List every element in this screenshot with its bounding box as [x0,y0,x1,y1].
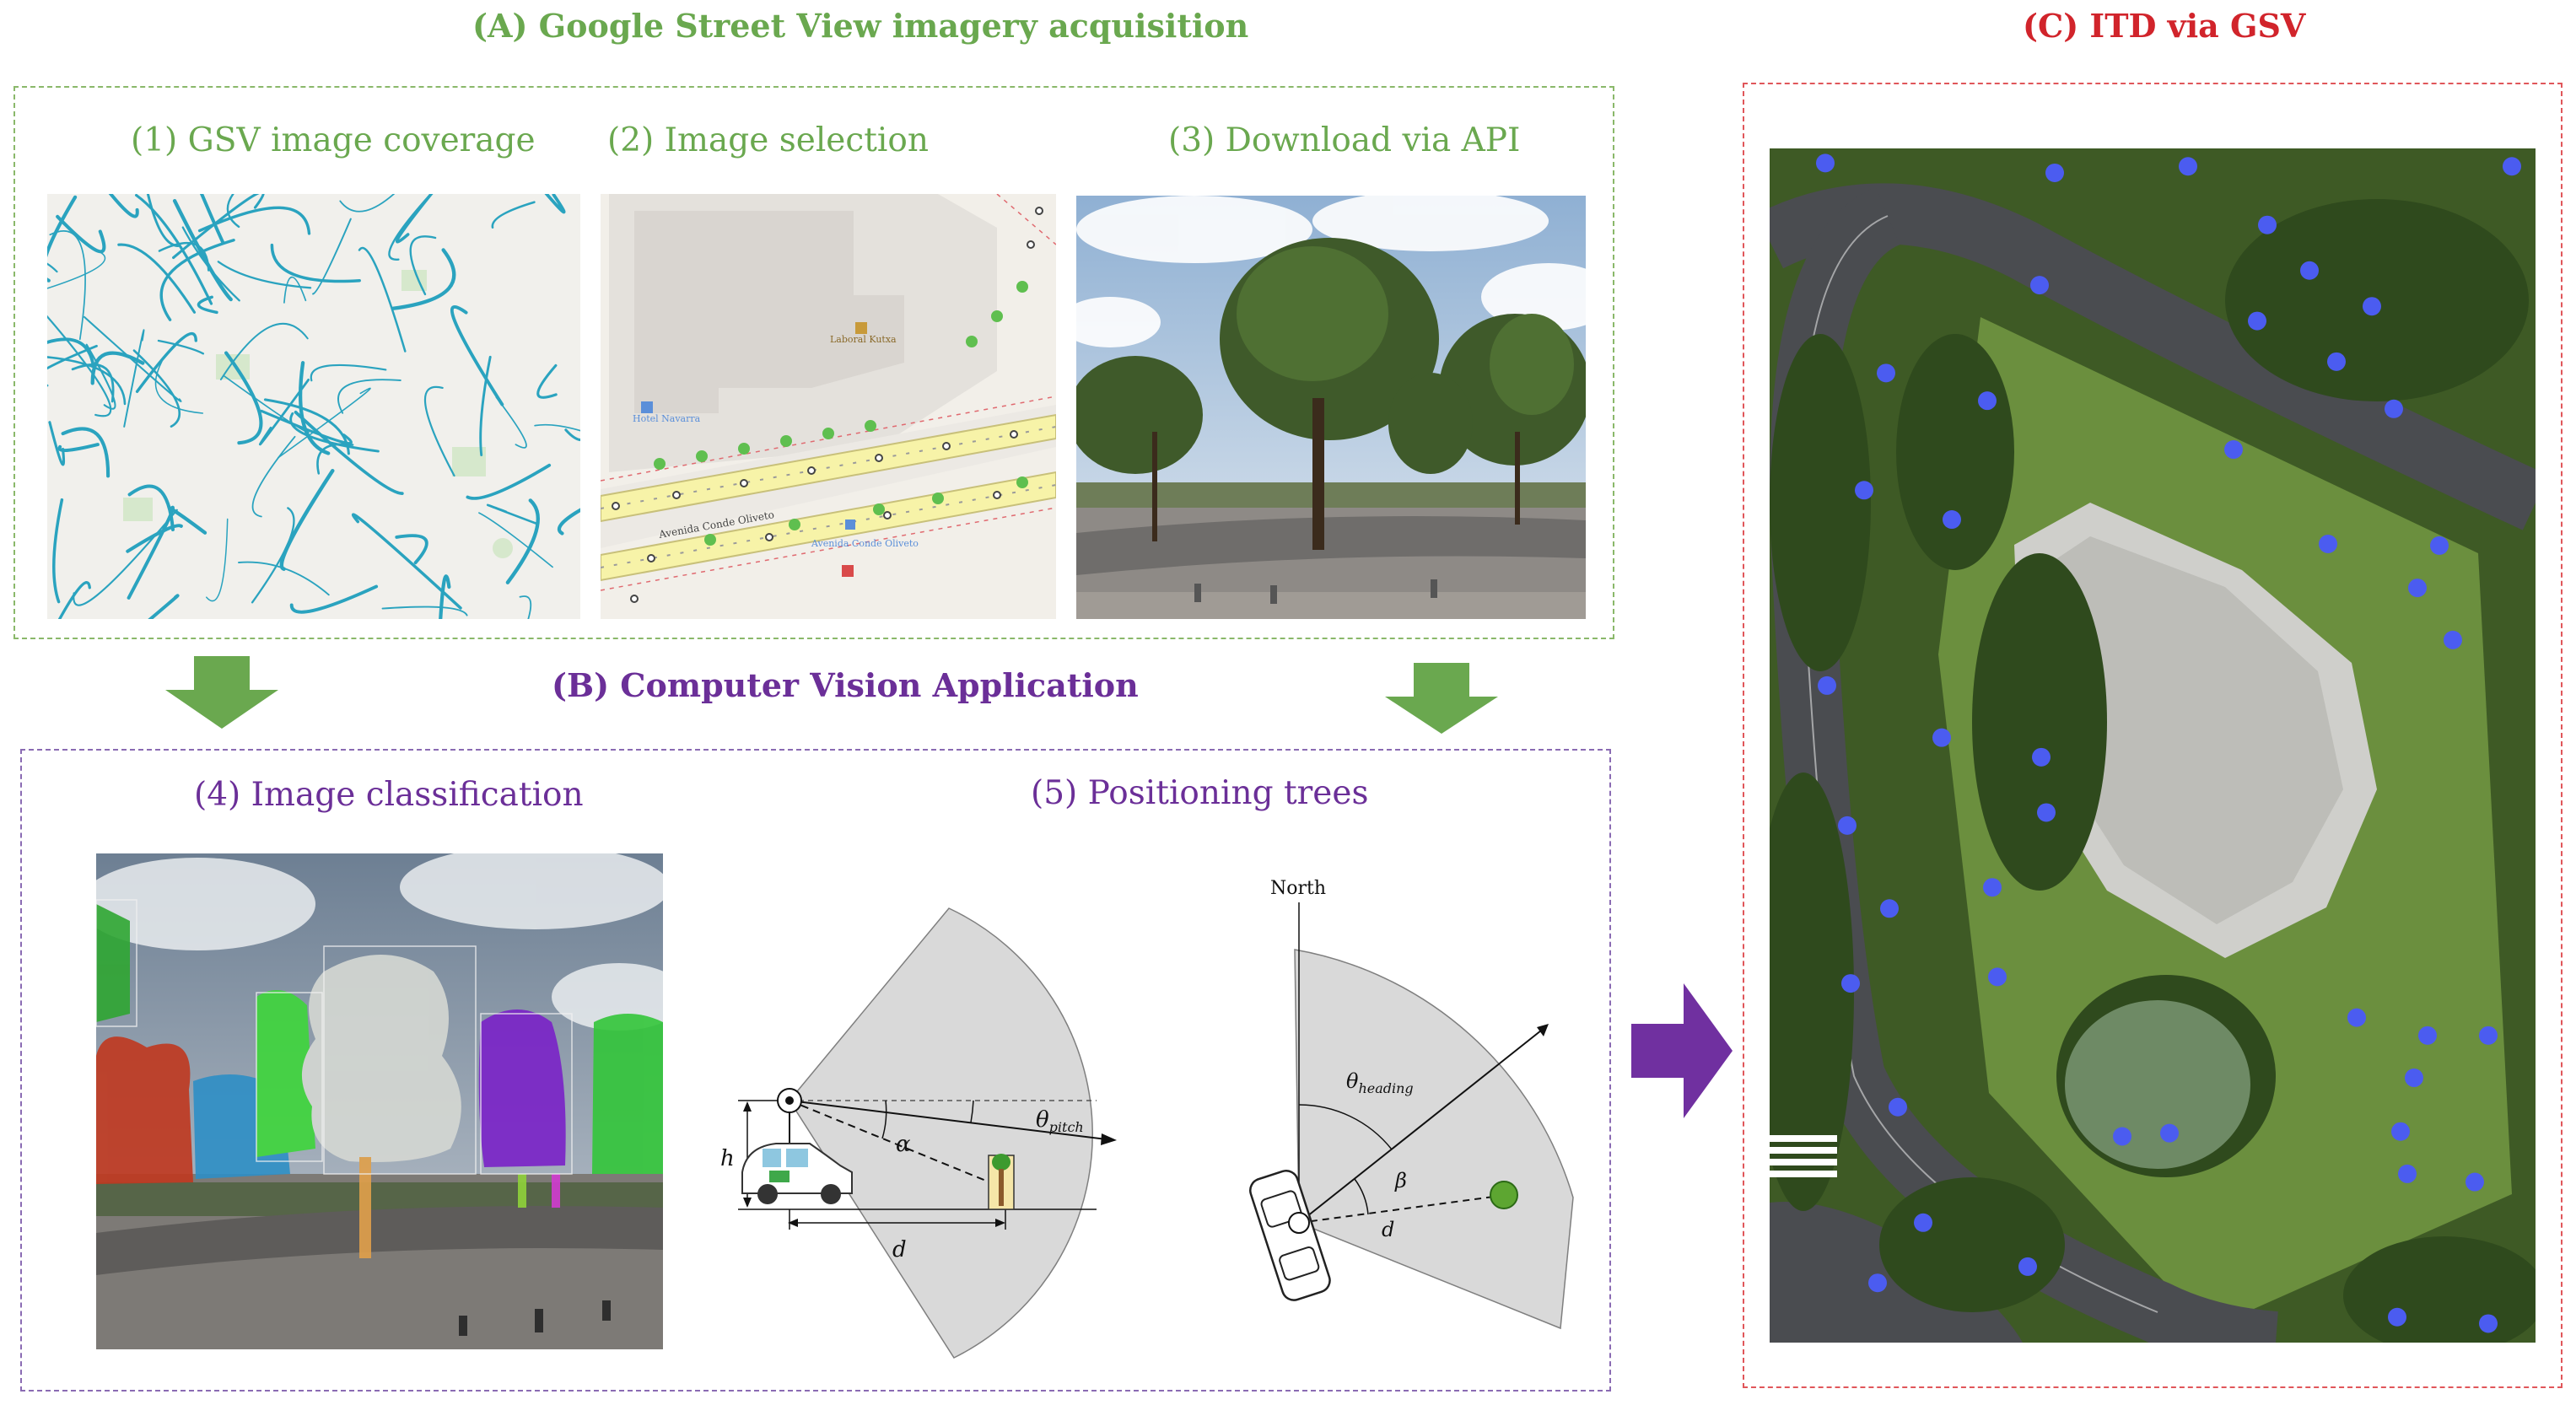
svg-text:θpitch: θpitch [1036,1107,1084,1135]
tree-position-dot [2032,747,2051,767]
tree-position-dot [1841,974,1860,993]
tree-position-dot [1880,899,1899,918]
tree-position-dot [1988,967,2007,987]
pitch-d-label: d [892,1237,907,1262]
tree-position-dot [2179,157,2197,176]
tree-position-dot [2408,579,2427,598]
tree-position-dot [2430,536,2449,555]
tree-position-dot [2030,276,2049,295]
tree-position-dot [2391,1122,2410,1141]
pitch-theta-subscript: pitch [1049,1119,1084,1135]
tree-position-dot [2037,803,2056,822]
section-b-title: (B) Computer Vision Application [552,666,1139,704]
tree-position-dot [2248,311,2266,331]
tree-position-dot [2319,534,2337,553]
classification-image [96,853,663,1349]
tree-position-dot [1877,363,1895,383]
svg-text:θheading: θheading [1346,1069,1414,1096]
car-icon [741,1143,853,1204]
tree-position-dot [2327,352,2346,371]
tree-position-dot [1932,728,1951,747]
tree-position-dot [1889,1097,1907,1117]
tree-position-dot [1943,510,1961,530]
heading-d-label: d [1382,1218,1394,1241]
tree-position-dot [2113,1127,2131,1146]
tree-position-dot [2224,440,2243,460]
heading-theta-subscript: heading [1358,1080,1413,1096]
hotel-map-label: Hotel Navarra [633,413,701,424]
tree-position-dot [2479,1314,2498,1333]
tree-position-dot [2388,1307,2406,1327]
aerial-tree-map [1770,148,2536,1343]
arrow-down-right [1385,663,1498,734]
tree-position-dot [2479,1025,2498,1045]
tree-position-dot [2347,1008,2366,1027]
stop-map-label: Avenida Conde Oliveto [811,538,919,549]
step-3-label: (3) Download via API [1168,121,1521,159]
arrow-down-left [165,656,278,729]
section-b-box [20,749,1611,1392]
tree-position-dot [2418,1025,2437,1045]
section-a-box [13,86,1614,639]
arrow-right [1631,983,1733,1118]
tree-position-dot [1868,1273,1887,1293]
tree-position-dot [1818,676,1836,695]
heading-beta-label: β [1394,1169,1407,1192]
pitch-alpha-label: α [896,1132,911,1157]
tree-position-dot [2398,1164,2417,1183]
tree-position-dot [2385,399,2403,418]
tree-position-dot [1983,878,2002,897]
tree-position-dot [1816,153,1835,173]
tree-position-dot [2466,1172,2484,1192]
tree-position-dot [2258,215,2277,234]
step-4-label: (4) Image classification [194,776,584,814]
heading-diagram: North θheading β d [1249,878,1574,1330]
tree-position-dot [2405,1069,2423,1088]
tree-position-dot [1855,481,1873,500]
image-selection-map: Hotel Navarra Laboral Kutxa Avenida Cond… [601,194,1056,619]
step-5-label: (5) Positioning trees [1031,774,1369,812]
tree-position-dot [2503,157,2521,176]
gsv-coverage-map [47,194,580,619]
tree-position-dot [1838,816,1857,835]
pitch-theta-label: θ [1036,1107,1049,1133]
lab-map-label: Laboral Kutxa [830,334,897,345]
target-tree-icon [1490,1181,1518,1209]
tree-position-dot [1914,1213,1932,1232]
tree-position-dot [2363,297,2381,316]
tree-position-dot [2160,1123,2179,1143]
tree-position-dot [2300,261,2319,280]
north-label: North [1270,878,1326,899]
step-1-label: (1) GSV image coverage [131,121,536,159]
street-view-photo [1076,196,1586,619]
tree-position-dot [1978,391,1997,411]
tree-position-dot [2045,163,2064,182]
heading-theta-label: θ [1346,1069,1359,1093]
section-c-box [1743,83,2563,1388]
tree-icon [988,1154,1015,1210]
tree-position-dot [2018,1257,2037,1276]
section-a-title: (A) Google Street View imagery acquisiti… [472,7,1249,45]
section-c-title: (C) ITD via GSV [2023,7,2306,45]
pitch-diagram: h d α θpitch [720,907,1117,1359]
step-2-label: (2) Image selection [607,121,929,159]
car-top-icon [1249,1170,1331,1301]
tree-position-dot [2444,630,2462,649]
pitch-h-label: h [720,1146,735,1171]
